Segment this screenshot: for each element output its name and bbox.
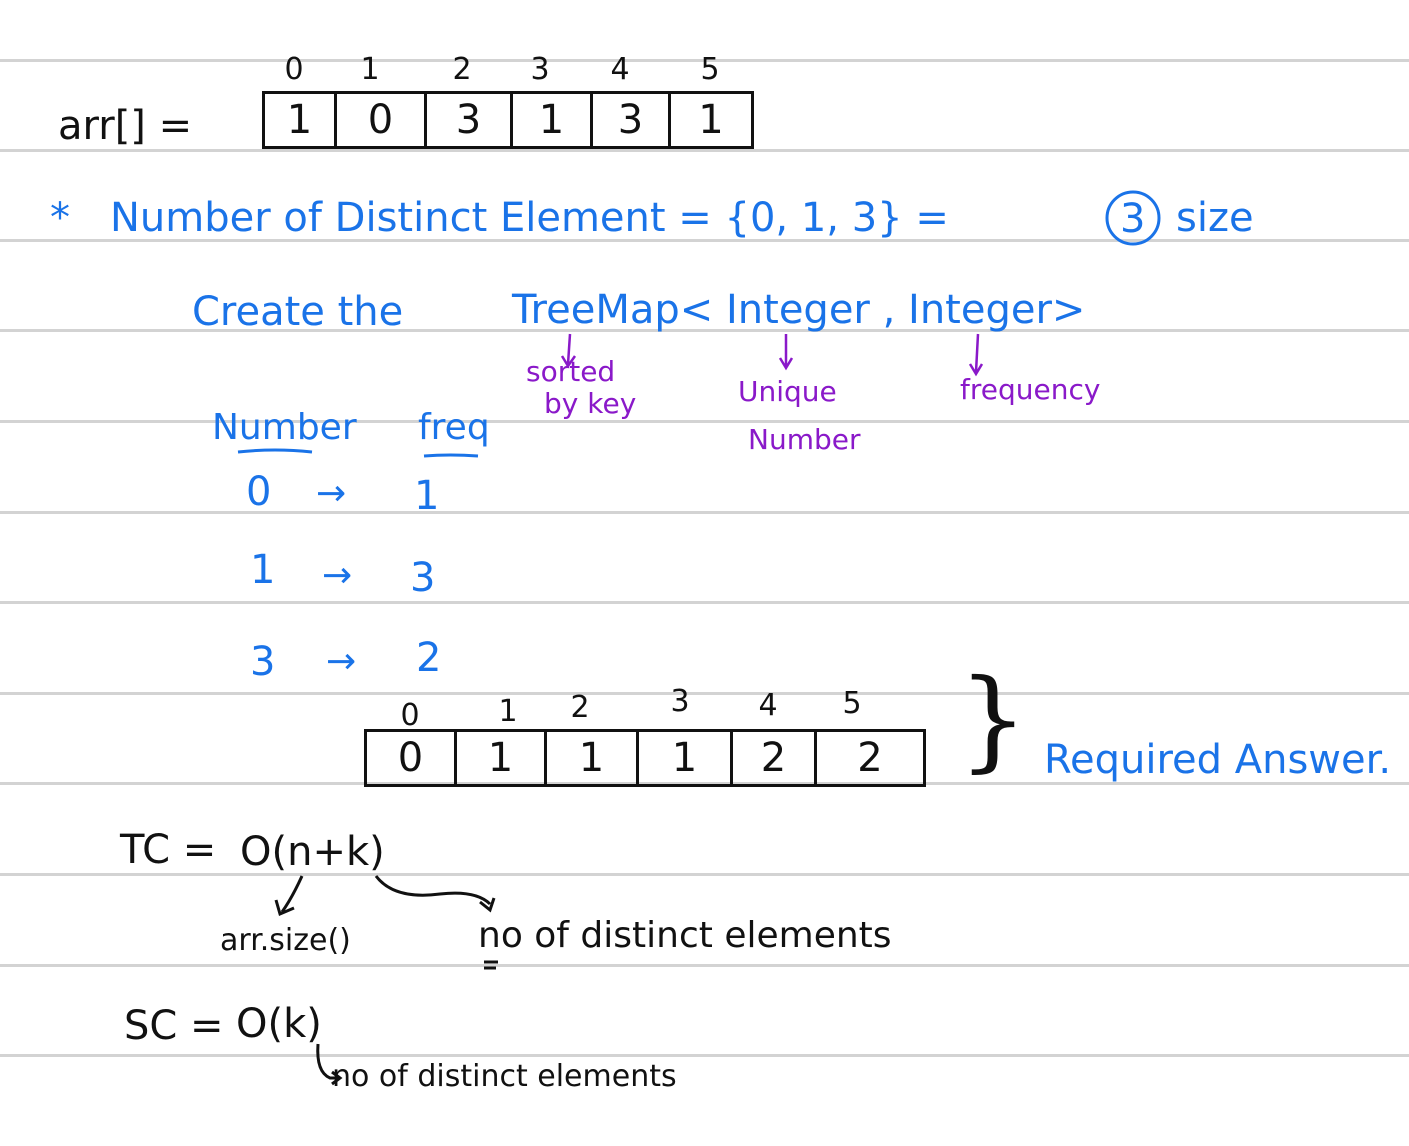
create-text: Create the [192, 289, 404, 335]
distinct-count: 3 [1120, 196, 1146, 242]
row-number: 3 [250, 639, 276, 685]
arrow-to-sc-note-icon [316, 1043, 343, 1086]
treemap-type: TreeMap< Integer , Integer> [512, 287, 1086, 333]
arrow-to-k-note-icon [374, 875, 496, 913]
tc-k-note: no of distinct elements [478, 915, 892, 956]
row-freq: 3 [410, 555, 436, 601]
array-cell: 1 [265, 94, 337, 146]
ruled-line [0, 149, 1409, 152]
distinct-size-label: size [1176, 195, 1254, 241]
array-cell: 0 [367, 732, 457, 784]
array-cell: 2 [733, 732, 817, 784]
row-arrow: → [326, 641, 357, 682]
array-index: 4 [758, 688, 778, 723]
arrow-down-icon [778, 334, 794, 371]
array-cell: 1 [639, 732, 733, 784]
sc-value: O(k) [236, 1001, 322, 1047]
tc-n-note: arr.size() [220, 923, 351, 958]
array-index: 0 [284, 52, 304, 87]
sc-arrow [316, 1043, 343, 1086]
ruled-line [0, 420, 1409, 423]
array-cell: 2 [857, 735, 883, 781]
array-cell: 1 [457, 732, 547, 784]
ruled-line [0, 782, 1409, 785]
distinct-text: Number of Distinct Element = {0, 1, 3} = [110, 195, 949, 241]
array-index: 2 [452, 52, 472, 87]
array-cell: 1 [513, 94, 593, 146]
tc-value: O(n+k) [240, 829, 385, 875]
row-number: 0 [246, 469, 272, 515]
ruled-line [0, 511, 1409, 514]
array-cell: 0 [337, 94, 427, 146]
array-index: 5 [700, 52, 720, 87]
note-unique-line2: Number [748, 423, 861, 456]
sc-note: no of distinct elements [332, 1059, 677, 1094]
count-circle [1105, 190, 1161, 246]
number-underline [237, 448, 313, 454]
array-index: 3 [670, 684, 690, 719]
ruled-line [0, 1054, 1409, 1057]
array-cell: 1 [547, 732, 639, 784]
no-underline [484, 960, 498, 970]
row-arrow: → [322, 555, 353, 596]
array-index: 5 [842, 686, 862, 721]
freq-underline [423, 453, 479, 458]
tc-arrows [274, 875, 498, 970]
array-index: 2 [570, 690, 590, 725]
array-label: arr[] = [58, 103, 193, 149]
array-index: 1 [360, 52, 380, 87]
brace: } [958, 655, 1028, 783]
ruled-line [0, 239, 1409, 242]
sc-label: SC = [124, 1003, 224, 1049]
array-index: 1 [498, 694, 518, 729]
input-array: 1 0 3 1 3 1 [262, 91, 754, 149]
ruled-line [0, 59, 1409, 62]
note-unique-line1: Unique [738, 375, 837, 408]
output-array: 0 1 1 1 2 2 [364, 729, 926, 787]
ruled-line [0, 601, 1409, 604]
tc-label: TC = [120, 827, 217, 873]
required-answer-caption: Required Answer. [1044, 737, 1392, 783]
note-frequency: frequency [960, 373, 1101, 406]
array-cell: 3 [427, 94, 513, 146]
ruled-line [0, 692, 1409, 695]
array-index: 0 [400, 698, 420, 733]
array-index: 3 [530, 52, 550, 87]
array-cell: 1 [698, 97, 724, 143]
arrow-down-icon [968, 333, 984, 377]
row-arrow: → [316, 473, 347, 514]
header-freq: freq [418, 407, 490, 448]
note-sorted-line2: by key [544, 387, 637, 420]
array-cell: 3 [593, 94, 671, 146]
arrow-down-icon [560, 333, 577, 369]
arrow-to-n-note-icon [274, 875, 304, 917]
ruled-line [0, 964, 1409, 967]
array-index: 4 [610, 52, 630, 87]
row-number: 1 [250, 547, 276, 593]
purple-arrows [560, 333, 984, 377]
header-number: Number [212, 407, 357, 448]
ruled-line [0, 873, 1409, 876]
row-freq: 2 [416, 635, 442, 681]
row-freq: 1 [414, 473, 440, 519]
ruled-line [0, 329, 1409, 332]
bullet-star: * [50, 195, 70, 241]
